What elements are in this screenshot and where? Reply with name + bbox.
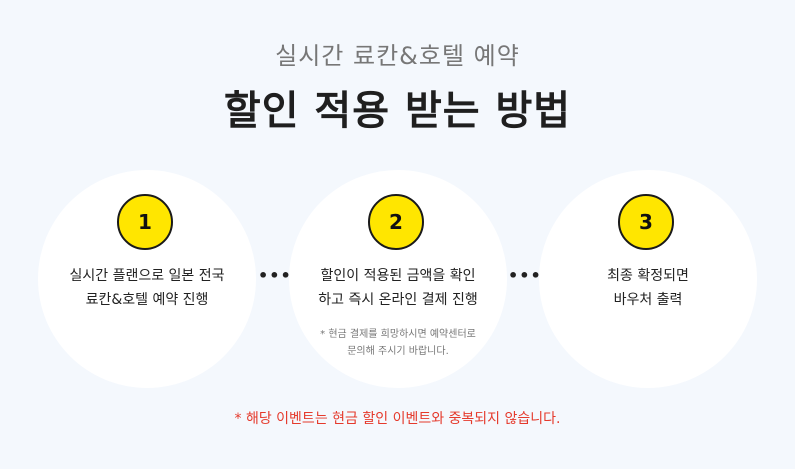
cash-payment-note: * 현금 결제를 희망하시면 예약센터로 문의해 주시기 바랍니다. [289, 326, 507, 360]
step-text-line: 할인이 적용된 금액을 확인 [320, 268, 476, 284]
event-notice: * 해당 이벤트는 현금 할인 이벤트와 중복되지 않습니다. [234, 411, 561, 427]
step-card-1: 1 실시간 플랜으로 일본 전국 료칸&호텔 예약 진행 [38, 170, 256, 388]
step-number-badge: 2 [368, 194, 424, 250]
step-number-badge: 3 [618, 194, 674, 250]
note-line: * 현금 결제를 희망하시면 예약센터로 [320, 329, 476, 340]
page-title: 할인 적용 받는 방법 [223, 88, 572, 134]
step-number-badge: 1 [117, 194, 173, 250]
step-text-line: 최종 확정되면 [607, 268, 689, 284]
page-subtitle: 실시간 료칸&호텔 예약 [275, 42, 520, 70]
note-line: 문의해 주시기 바랍니다. [347, 346, 449, 357]
step-description: 실시간 플랜으로 일본 전국 료칸&호텔 예약 진행 [38, 264, 256, 312]
step-description: 할인이 적용된 금액을 확인 하고 즉시 온라인 결제 진행 [289, 264, 507, 312]
step-text-line: 료칸&호텔 예약 진행 [85, 292, 209, 308]
step-text-line: 바우처 출력 [613, 292, 683, 308]
step-card-2: 2 할인이 적용된 금액을 확인 하고 즉시 온라인 결제 진행 * 현금 결제… [289, 170, 507, 388]
step-text-line: 실시간 플랜으로 일본 전국 [69, 268, 225, 284]
step-card-3: 3 최종 확정되면 바우처 출력 [539, 170, 757, 388]
step-description: 최종 확정되면 바우처 출력 [539, 264, 757, 312]
step-text-line: 하고 즉시 온라인 결제 진행 [318, 292, 478, 308]
